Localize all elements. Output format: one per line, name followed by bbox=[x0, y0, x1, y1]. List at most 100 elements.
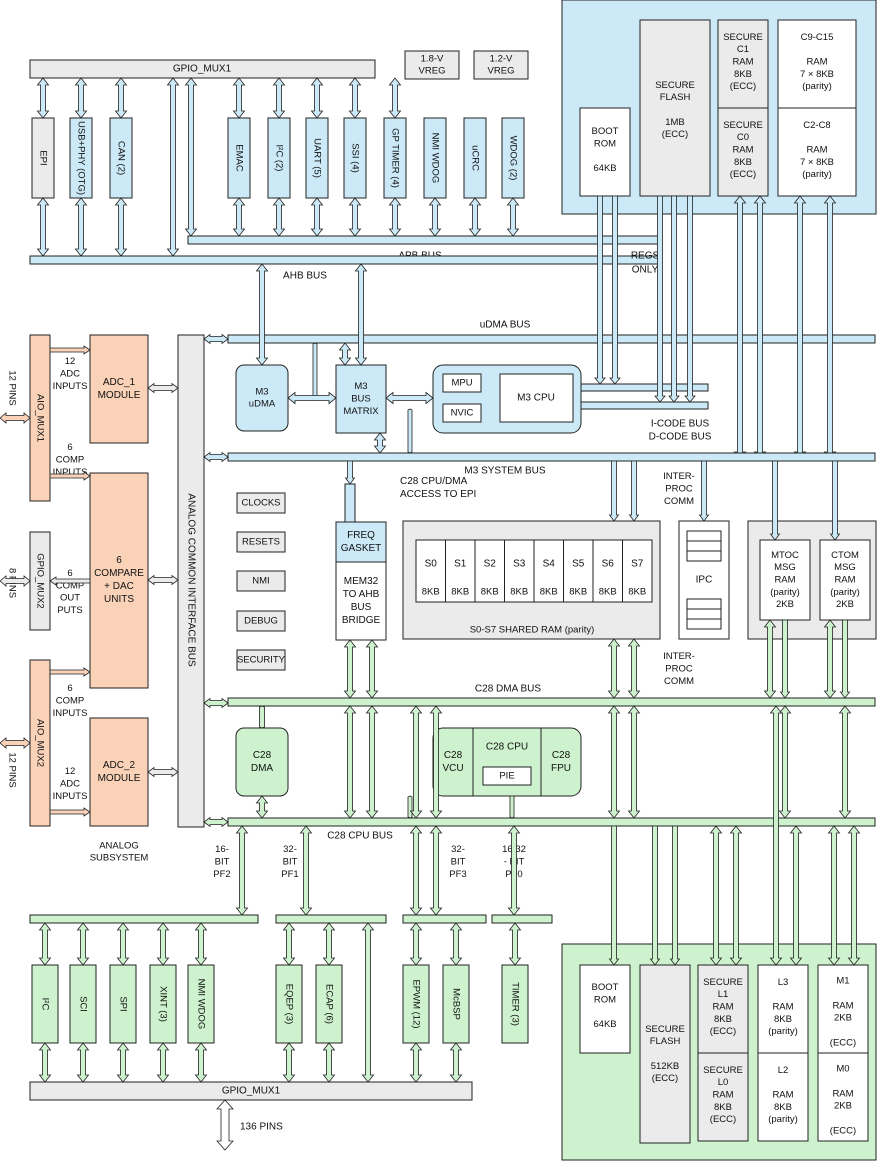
shared-ram-c28-arrow bbox=[627, 638, 641, 699]
pf3-label-line: PF3 bbox=[449, 869, 466, 880]
l3-dma-arrow bbox=[769, 705, 783, 966]
pf3-bus bbox=[402, 914, 487, 924]
shared-ram-s0 bbox=[415, 539, 446, 603]
system-box-security bbox=[236, 649, 286, 671]
periph-to-gpio-arrow bbox=[409, 1042, 423, 1083]
pf1-label-line: PF1 bbox=[281, 869, 298, 880]
gpio-to-periph-arrow bbox=[74, 77, 88, 119]
adc1-module bbox=[89, 334, 149, 444]
m3-system-bus bbox=[227, 452, 876, 462]
analog-subsystem-label-line: ANALOG bbox=[99, 840, 139, 851]
bridge-to-c28dma-arrow bbox=[365, 639, 379, 699]
adc2-label-line: MODULE bbox=[98, 773, 141, 784]
c28-fpu-label-line: FPU bbox=[551, 763, 571, 774]
l3-label-line: L3 bbox=[778, 977, 789, 988]
adc2-module bbox=[89, 717, 149, 827]
ipc-register-bottom bbox=[686, 598, 722, 630]
shared-ram-block-label: S2 bbox=[484, 559, 497, 570]
secure-c0-label-line: SECURE bbox=[723, 120, 763, 131]
periph-spi bbox=[109, 964, 137, 1044]
m0-label-line: (ECC) bbox=[830, 1125, 856, 1136]
system-box-clocks bbox=[236, 492, 286, 514]
gpio-mux1-top-bar bbox=[29, 59, 376, 79]
c28-boot-arrow bbox=[608, 825, 620, 966]
dcode-bus bbox=[580, 401, 709, 410]
secure-c0-label-line: (ECC) bbox=[730, 169, 756, 180]
comp-bus-arrow bbox=[147, 574, 179, 586]
secure-l0-label-line: 8KB bbox=[714, 1102, 732, 1113]
secure-c1-label-line: (ECC) bbox=[730, 81, 756, 92]
pf3-arrow bbox=[409, 825, 423, 916]
pf3-label-line: BIT bbox=[451, 857, 466, 868]
m3-bus-matrix bbox=[335, 364, 387, 434]
c9-c15-ram bbox=[777, 19, 857, 109]
access-epi-label-line: C28 CPU/DMA bbox=[400, 476, 468, 487]
m3-secure-flash-label-line: FLASH bbox=[660, 92, 691, 103]
vreg-1v2-label-line: 1.2-V bbox=[490, 53, 513, 64]
l3-label-line: 8KB bbox=[774, 1014, 792, 1025]
periph-gptimer-label: GP TIMER (4) bbox=[390, 128, 401, 188]
system-box-nmi bbox=[236, 570, 286, 592]
c28-cpu-label: C28 CPU bbox=[486, 742, 528, 753]
mem32-bridge-label-line: BRIDGE bbox=[342, 615, 381, 626]
periph-epwm bbox=[402, 964, 430, 1044]
cpu-down-line bbox=[509, 795, 515, 819]
pf-to-periph-arrow bbox=[508, 922, 522, 966]
periph-to-gpio-arrow bbox=[156, 1042, 170, 1083]
c9-c15-label-line: (parity) bbox=[802, 81, 832, 92]
pf1-label-line: 32- bbox=[283, 844, 297, 855]
bridge-to-c28dma-arrow bbox=[343, 639, 357, 699]
pf-to-periph-arrow bbox=[76, 922, 90, 966]
interproc-bottom-label-line: INTER- bbox=[663, 651, 695, 662]
shared-ram-block-label: S3 bbox=[513, 559, 526, 570]
mem32-bridge-label-line: TO AHB bbox=[343, 589, 380, 600]
periph-to-apb-arrow bbox=[348, 197, 362, 237]
periph-to-ahb-arrow bbox=[36, 197, 50, 257]
c2-c8-label-line: (parity) bbox=[802, 169, 832, 180]
l1-arrow bbox=[709, 825, 723, 966]
periph-ucrc-label: uCRC bbox=[470, 145, 481, 171]
secure-c1-label-line: C1 bbox=[737, 44, 749, 55]
m1-ram bbox=[817, 964, 869, 1054]
gpio-to-apb-arrow bbox=[184, 77, 198, 237]
nvic-label: NVIC bbox=[451, 408, 474, 419]
m3-secure-flash-label-line: 1MB bbox=[665, 117, 685, 128]
periph-to-gpio-arrow bbox=[38, 1042, 52, 1083]
udma-bus-label: uDMA BUS bbox=[480, 320, 531, 331]
pf3-label-line: 32- bbox=[451, 844, 465, 855]
secure-c0-label-line: RAM bbox=[732, 145, 753, 156]
secure-l1-label-line: L1 bbox=[718, 989, 729, 1000]
gpio-to-periph-arrow bbox=[348, 77, 362, 119]
secure-l1-label-line: (ECC) bbox=[710, 1026, 736, 1037]
boot-rom-to-bus-arrow bbox=[609, 195, 621, 385]
l2-label-line: 8KB bbox=[774, 1102, 792, 1113]
periph-to-apb-arrow bbox=[232, 197, 246, 237]
pf-to-periph-arrow bbox=[449, 922, 463, 966]
m3-udma-label-line: M3 bbox=[255, 386, 268, 397]
dma-cpubus-arrow bbox=[343, 705, 357, 819]
mpu-label: MPU bbox=[451, 378, 472, 389]
apb-bus bbox=[187, 235, 661, 245]
periph-eqep-label: EQEP (3) bbox=[284, 984, 295, 1024]
c28-cpu-cluster bbox=[432, 727, 582, 797]
pf2-label-line: PF2 bbox=[213, 869, 230, 880]
periph-timer-label: TIMER (3) bbox=[510, 982, 521, 1026]
analog-common-label: ANALOG COMMON INTERFACE BUS bbox=[186, 493, 197, 667]
flash-to-bus-arrow bbox=[684, 195, 696, 403]
pf-to-periph-arrow bbox=[409, 922, 423, 966]
l2-label-line: RAM bbox=[772, 1090, 793, 1101]
boot-rom-to-bus-arrow bbox=[594, 195, 606, 385]
c2-c8-ram bbox=[777, 107, 857, 197]
ipc-register-top bbox=[686, 530, 722, 562]
secure-l0-label-line: (ECC) bbox=[710, 1114, 736, 1125]
periph-to-gpio-arrow bbox=[76, 1042, 90, 1083]
